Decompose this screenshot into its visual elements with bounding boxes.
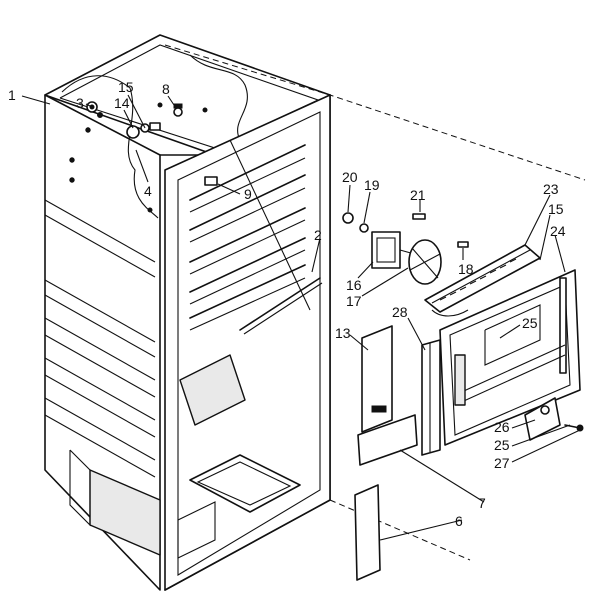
leader-lines (21, 94, 581, 541)
label-part-25-lower: 25 (494, 437, 510, 453)
label-part-21: 21 (410, 187, 426, 203)
label-part-2: 2 (314, 227, 322, 243)
air-duct-panel (439, 269, 581, 446)
label-part-16: 16 (346, 277, 362, 293)
label-part-4: 4 (144, 183, 152, 199)
label-part-13: 13 (335, 325, 351, 341)
label-part-23: 23 (543, 181, 559, 197)
label-part-7: 7 (478, 495, 486, 511)
vertical-channel (421, 339, 441, 456)
label-part-17: 17 (346, 293, 362, 309)
part-labels: 1 3 15 14 8 4 9 2 20 19 21 16 17 18 23 1… (8, 79, 566, 529)
label-part-6: 6 (455, 513, 463, 529)
label-part-3: 3 (76, 95, 84, 111)
label-part-19: 19 (364, 177, 380, 193)
fan-motor-assembly (371, 231, 442, 285)
label-part-27: 27 (494, 455, 510, 471)
label-part-26: 26 (494, 419, 510, 435)
label-part-25-upper: 25 (522, 315, 538, 331)
freezer-compartment (164, 44, 586, 591)
cover-plate (524, 397, 584, 441)
label-part-15-right: 15 (548, 201, 564, 217)
label-part-14: 14 (114, 95, 130, 111)
label-part-9: 9 (244, 186, 252, 202)
label-part-1: 1 (8, 87, 16, 103)
label-part-15-top: 15 (118, 79, 134, 95)
label-part-20: 20 (342, 169, 358, 185)
label-part-8: 8 (162, 81, 170, 97)
label-part-28: 28 (392, 304, 408, 320)
label-part-24: 24 (550, 223, 566, 239)
lower-panels (354, 325, 418, 581)
label-part-18: 18 (458, 261, 474, 277)
